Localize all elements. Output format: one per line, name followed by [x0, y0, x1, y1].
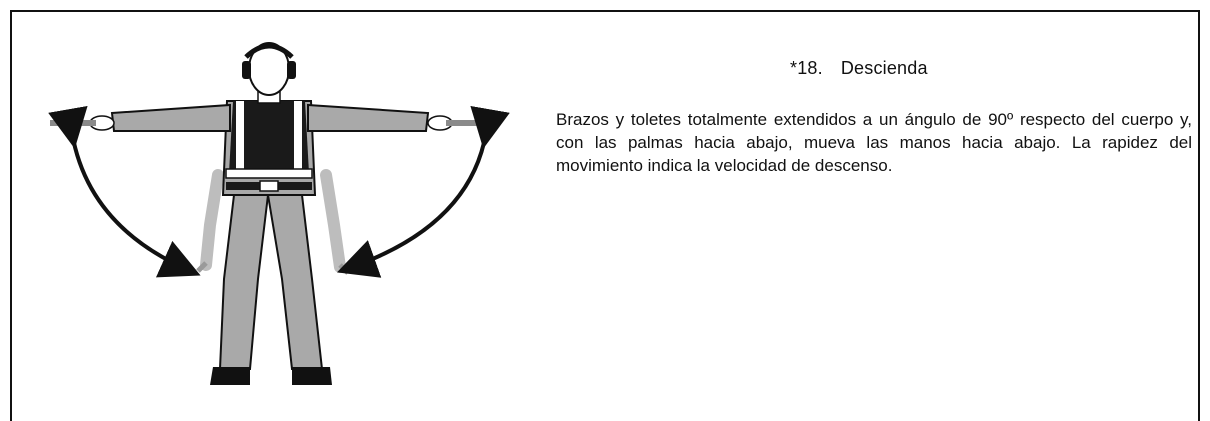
frame-border-left [10, 10, 12, 421]
legs [210, 194, 332, 385]
signal-title: Descienda [840, 58, 928, 78]
marshaller-illustration [30, 35, 510, 395]
torso-vest [221, 100, 317, 196]
frame-border-right [1198, 10, 1200, 421]
marshaller-descend-icon [48, 42, 510, 385]
signal-description: Brazos y toletes totalmente extendidos a… [556, 110, 1192, 175]
signal-heading: *18. Descienda [790, 58, 928, 79]
frame-border-top [10, 10, 1200, 12]
signal-number: *18. [790, 58, 823, 78]
lowered-arm-left-ghost [196, 169, 224, 273]
head-with-ear-protectors [242, 42, 296, 104]
lowered-arm-right-ghost [320, 169, 350, 275]
downward-motion-arrows [48, 105, 510, 278]
